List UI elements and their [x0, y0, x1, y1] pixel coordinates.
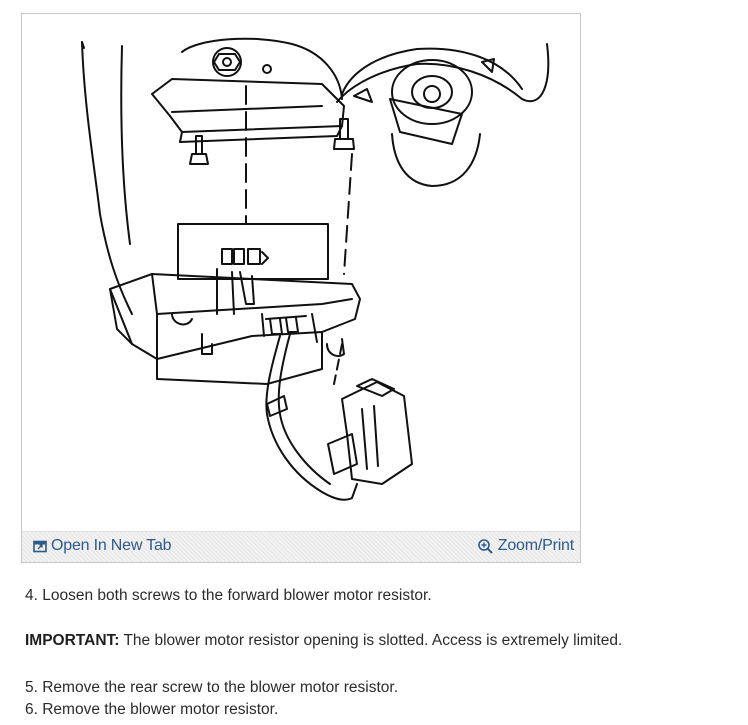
magnifier-plus-icon	[477, 538, 493, 554]
step-6-text: 6. Remove the blower motor resistor.	[25, 701, 279, 718]
important-text: The blower motor resistor opening is slo…	[119, 632, 623, 649]
open-in-new-tab-icon	[33, 540, 47, 552]
step-5-text: 5. Remove the rear screw to the blower m…	[25, 679, 399, 696]
open-in-new-tab-label: Open In New Tab	[51, 537, 172, 554]
important-note: IMPORTANT: The blower motor resistor ope…	[25, 630, 622, 652]
zoom-print-label: Zoom/Print	[497, 537, 574, 554]
open-in-new-tab-link[interactable]: Open In New Tab	[33, 537, 172, 555]
step-4-text: 4. Loosen both screws to the forward blo…	[25, 587, 432, 604]
zoom-print-link[interactable]: Zoom/Print	[477, 537, 574, 555]
figure-toolbar: Open In New Tab Zoom/Print	[22, 531, 580, 562]
blower-motor-resistor-illustration	[81, 37, 550, 501]
figure-frame: Open In New Tab Zoom/Print	[21, 13, 581, 563]
important-label: IMPORTANT:	[25, 632, 120, 649]
